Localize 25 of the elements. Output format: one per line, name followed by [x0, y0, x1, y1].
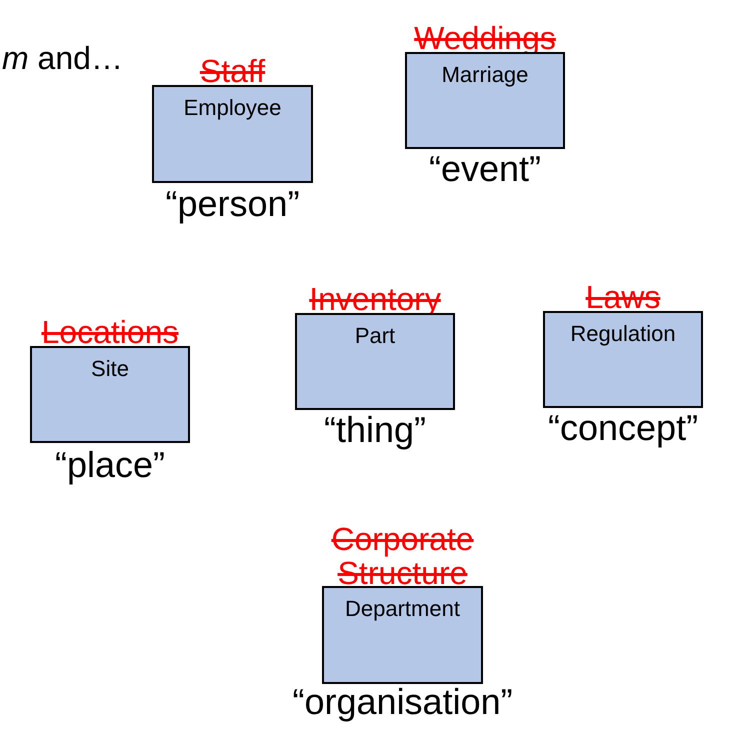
struck-heading: Laws [584, 281, 662, 315]
struck-heading: Locations [40, 316, 180, 350]
entity-name: Regulation [570, 321, 676, 347]
struck-heading: Weddings [413, 22, 557, 56]
entity-name: Marriage [442, 62, 528, 88]
struck-heading: Inventory [308, 283, 442, 317]
entity-box [405, 52, 565, 149]
category-label: “thing” [324, 409, 426, 451]
entity-name: Part [354, 323, 396, 349]
category-label: “person” [166, 183, 300, 225]
struck-heading: Staff [198, 55, 266, 89]
entity-name: Employee [184, 95, 282, 121]
category-label: “concept” [548, 407, 698, 449]
entity-box [152, 85, 313, 183]
entity-name: Site [91, 356, 129, 382]
category-label: “organisation” [292, 681, 513, 723]
entity-box [322, 586, 483, 684]
category-label: “place” [55, 444, 166, 486]
entity-name: Department [345, 596, 460, 622]
entity-box [30, 346, 190, 443]
text-fragment: m and… [2, 40, 123, 77]
entity-box [295, 313, 455, 410]
struck-heading: Corporate Structure [330, 523, 475, 590]
category-label: “event” [429, 148, 542, 190]
entity-box [543, 311, 703, 408]
